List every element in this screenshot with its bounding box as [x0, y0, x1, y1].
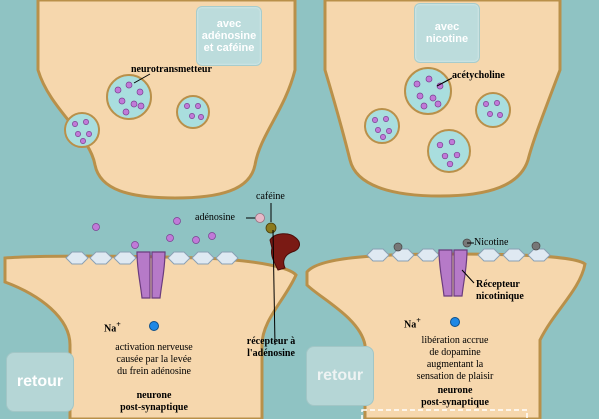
right-neuron-line: neurone	[437, 385, 473, 396]
left-ion-channel	[136, 251, 166, 299]
caffeine-molecule	[265, 222, 277, 234]
right-neuron-line: post-synaptique	[421, 397, 489, 408]
adenosine-receptor-line: récepteur à	[246, 336, 296, 347]
right-effect-line: sensation de plaisir	[416, 371, 494, 382]
na-charge-right: +	[416, 316, 421, 325]
right-membrane-receptors	[366, 248, 551, 262]
nicotine-button[interactable]: avec nicotine	[414, 3, 480, 63]
caffeine-button[interactable]: avec adénosine et caféine	[196, 6, 262, 66]
vesicle	[404, 67, 452, 115]
vesicle	[427, 129, 471, 173]
right-neuron-label: neurone post-synaptique	[395, 385, 515, 409]
nicotinic-receptor-channel	[438, 249, 468, 297]
na-ion-left	[149, 321, 159, 331]
nicotinic-receptor-label: Récepteur nicotinique	[476, 279, 524, 303]
left-neuron-line: post-synaptique	[120, 402, 188, 413]
vesicle	[176, 95, 210, 129]
na-symbol-left: Na	[104, 323, 117, 335]
adenosine-receptor-line: l'adénosine	[247, 348, 295, 359]
na-charge-left: +	[116, 320, 121, 329]
left-effect-line: causée par la levée	[116, 354, 192, 365]
left-membrane-receptors	[65, 251, 239, 265]
left-effect-line: activation nerveuse	[115, 342, 193, 353]
left-effect-line: du frein adénosine	[117, 366, 191, 377]
left-neuron-label: neurone post-synaptique	[94, 390, 214, 414]
nicotinic-receptor-line: Récepteur	[476, 279, 520, 290]
na-label-right: Na+	[404, 315, 421, 331]
retour-button-right[interactable]: retour	[306, 346, 374, 406]
na-label-left: Na+	[104, 319, 121, 335]
right-vesicles	[364, 67, 511, 173]
right-effect-line: augmentant la	[426, 359, 484, 370]
adenosine-molecule	[255, 213, 265, 223]
right-effect-line: de dopamine	[429, 347, 481, 358]
na-ion-right	[450, 317, 460, 327]
nicotine-molecules	[393, 238, 541, 252]
dashed-frame	[361, 409, 528, 419]
left-neuron-line: neurone	[136, 390, 172, 401]
acetylcholine-label: acétycholine	[452, 70, 505, 81]
adenosine-receptor-label: récepteur à l'adénosine	[226, 336, 316, 360]
free-adenosine-molecules	[92, 217, 216, 249]
nicotine-label: Nicotine	[474, 237, 509, 248]
right-effect-line: libération accrue	[421, 335, 489, 346]
right-effect-text: libération accrue de dopamine augmentant…	[395, 335, 515, 383]
neurotransmitter-label: neurotransmetteur	[131, 64, 212, 75]
adenosine-label: adénosine	[195, 212, 235, 223]
retour-button-left[interactable]: retour	[6, 352, 74, 412]
left-effect-text: activation nerveuse causée par la levée …	[94, 342, 214, 378]
left-vesicles	[64, 74, 210, 148]
vesicle	[475, 92, 511, 128]
nicotinic-receptor-line: nicotinique	[476, 291, 524, 302]
na-symbol-right: Na	[404, 319, 417, 331]
caffeine-label: caféine	[256, 191, 285, 202]
